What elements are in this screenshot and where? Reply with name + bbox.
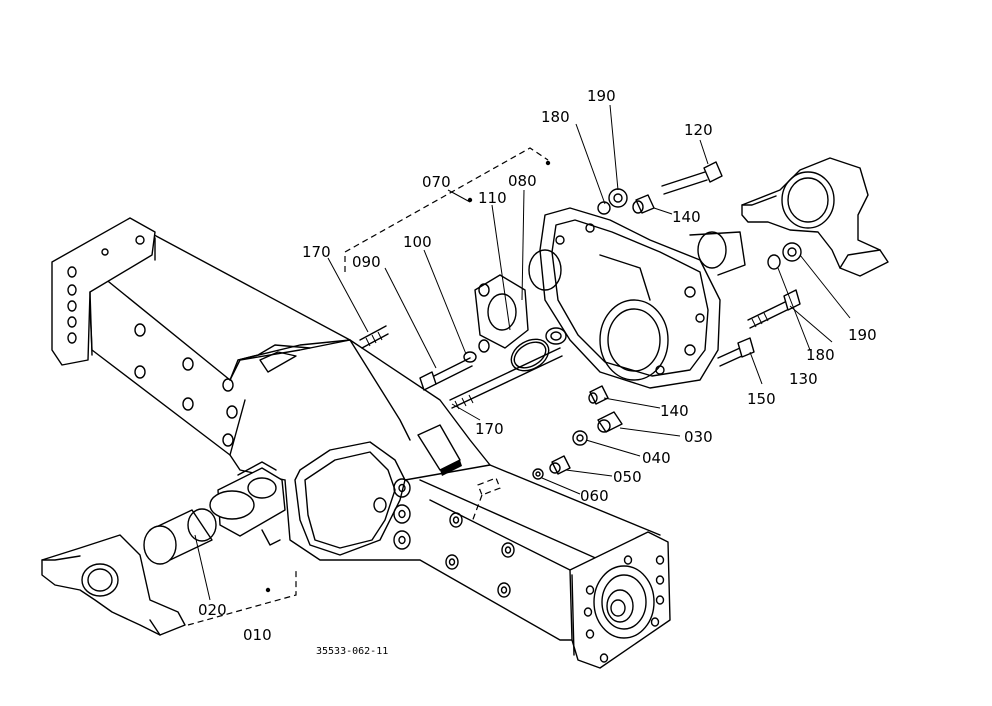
collar-140-lower [588, 385, 609, 405]
axle-housing [51, 217, 671, 669]
nut-190-upper [608, 188, 628, 208]
cover-plate-110 [474, 274, 529, 353]
part-labels: 170 090 100 070 110 080 180 190 120 140 … [198, 87, 877, 644]
collar-140-upper [632, 194, 655, 214]
label-020: 020 [198, 601, 227, 619]
bolt-120 [661, 161, 723, 195]
nut-190-lower [782, 242, 802, 262]
plug-050 [549, 455, 571, 475]
plug-030 [597, 411, 623, 433]
stud-170-upper [359, 325, 389, 349]
label-090: 090 [352, 253, 381, 271]
gear-case [528, 207, 746, 389]
label-130: 130 [789, 370, 818, 388]
bolt-090 [419, 351, 477, 391]
label-080: 080 [508, 172, 537, 190]
label-120: 120 [684, 121, 713, 139]
leader-lines [194, 104, 851, 601]
hidden-outline [471, 477, 501, 523]
label-050: 050 [613, 468, 642, 486]
label-150: 150 [747, 390, 776, 408]
label-060: 060 [580, 487, 609, 505]
rear-support-bracket [741, 157, 889, 277]
gasket-040 [572, 430, 588, 446]
label-100: 100 [403, 233, 432, 251]
stud-170-lower [449, 347, 563, 410]
label-190-lower: 190 [848, 326, 877, 344]
label-190-upper: 190 [587, 87, 616, 105]
bushing-020 [143, 508, 217, 565]
label-140-lower: 140 [660, 402, 689, 420]
label-070: 070 [422, 173, 451, 191]
washer-180-lower [767, 254, 781, 270]
group-bracket-010 [187, 568, 297, 626]
gasket-060 [532, 468, 544, 480]
label-010: 010 [243, 626, 272, 644]
bolt-150 [717, 337, 755, 367]
label-180-lower: 180 [806, 346, 835, 364]
label-140-upper: 140 [672, 208, 701, 226]
label-040: 040 [642, 449, 671, 467]
drawing-code: 35533-062-11 [316, 646, 388, 657]
label-180-upper: 180 [541, 108, 570, 126]
label-110: 110 [478, 189, 507, 207]
label-170-lower: 170 [475, 420, 504, 438]
pivot-shaft [209, 461, 286, 546]
washer-180-upper [597, 201, 611, 215]
bolt-130 [747, 289, 801, 329]
front-support-bracket [41, 534, 186, 636]
seal-ring [545, 327, 567, 345]
label-170-upper: 170 [302, 243, 331, 261]
label-030: 030 [684, 428, 713, 446]
